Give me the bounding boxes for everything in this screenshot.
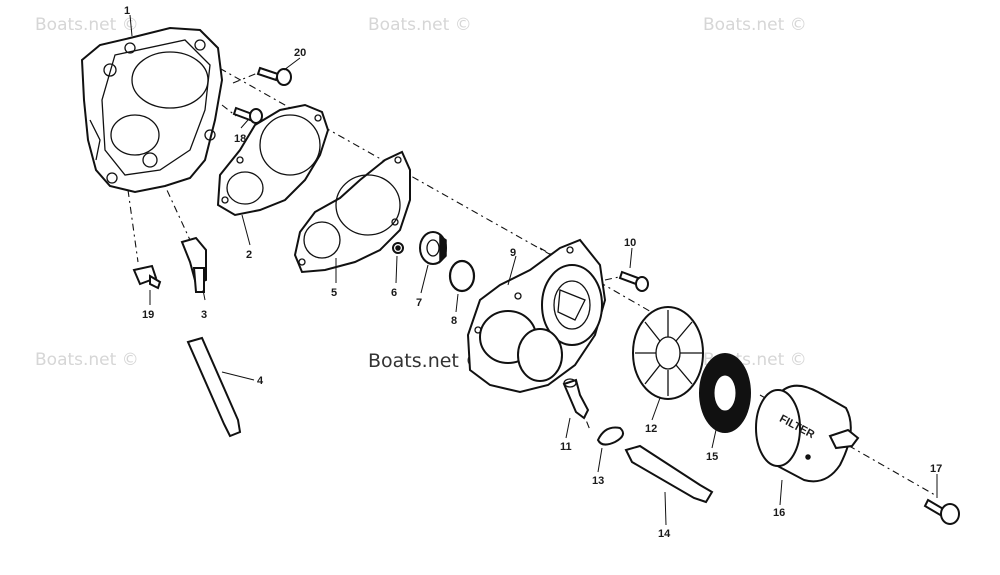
watermark: Boats.net © (368, 15, 472, 35)
callout-16: 16 (773, 507, 785, 519)
callout-17: 17 (930, 463, 942, 475)
callout-13: 13 (592, 475, 604, 487)
part-16-filter-bowl: FILTER (755, 384, 860, 483)
callout-2: 2 (246, 249, 252, 261)
part-13-clamp (596, 426, 625, 446)
part-18-screw (232, 106, 263, 124)
part-19-bolt (132, 264, 162, 290)
part-17-screw (923, 498, 960, 525)
callout-14: 14 (658, 528, 671, 540)
callout-4: 4 (257, 375, 264, 387)
assembly-axis (127, 189, 139, 263)
part-10-screw (618, 270, 649, 292)
part-9-pump-housing (466, 238, 607, 394)
callout-10: 10 (624, 237, 636, 249)
part-11-fitting (562, 378, 590, 420)
assembly-axis (221, 104, 237, 117)
part-2-gasket (216, 103, 330, 217)
callout-19: 19 (142, 309, 154, 321)
callout-20: 20 (294, 47, 306, 59)
part-20-screw (256, 66, 292, 86)
part-6-check-ball (392, 242, 404, 254)
callout-1: 1 (124, 5, 130, 17)
part-15-filter-gasket (699, 353, 751, 433)
callout-18: 18 (234, 133, 246, 145)
watermark: Boats.net © (35, 350, 139, 370)
part-7-valve-seat (419, 231, 447, 265)
assembly-axis (232, 71, 261, 84)
watermark: Boats.net © (703, 15, 807, 35)
callout-8: 8 (451, 315, 457, 327)
part-3-elbow-fitting (180, 236, 207, 293)
callout-7: 7 (416, 297, 422, 309)
part-5-gasket (293, 150, 411, 274)
callout-15: 15 (706, 451, 718, 463)
callout-12: 12 (645, 423, 657, 435)
callout-6: 6 (391, 287, 397, 299)
callout-leaders (129, 14, 938, 526)
callout-numbers: 1 2 3 4 5 6 7 8 9 10 11 12 13 14 15 16 1… (124, 5, 942, 540)
callout-3: 3 (201, 309, 207, 321)
part-12-baffle-plate (632, 306, 704, 400)
callout-5: 5 (331, 287, 337, 299)
part-14-fuel-hose (624, 444, 714, 504)
part-8-o-ring (448, 259, 476, 293)
callout-11: 11 (560, 441, 572, 453)
callout-9: 9 (510, 247, 516, 259)
watermark: Boats.net © (368, 350, 484, 372)
watermark: Boats.net © (35, 15, 139, 35)
part-1-pump-body (80, 26, 224, 194)
part-4-fuel-hose (186, 336, 242, 438)
